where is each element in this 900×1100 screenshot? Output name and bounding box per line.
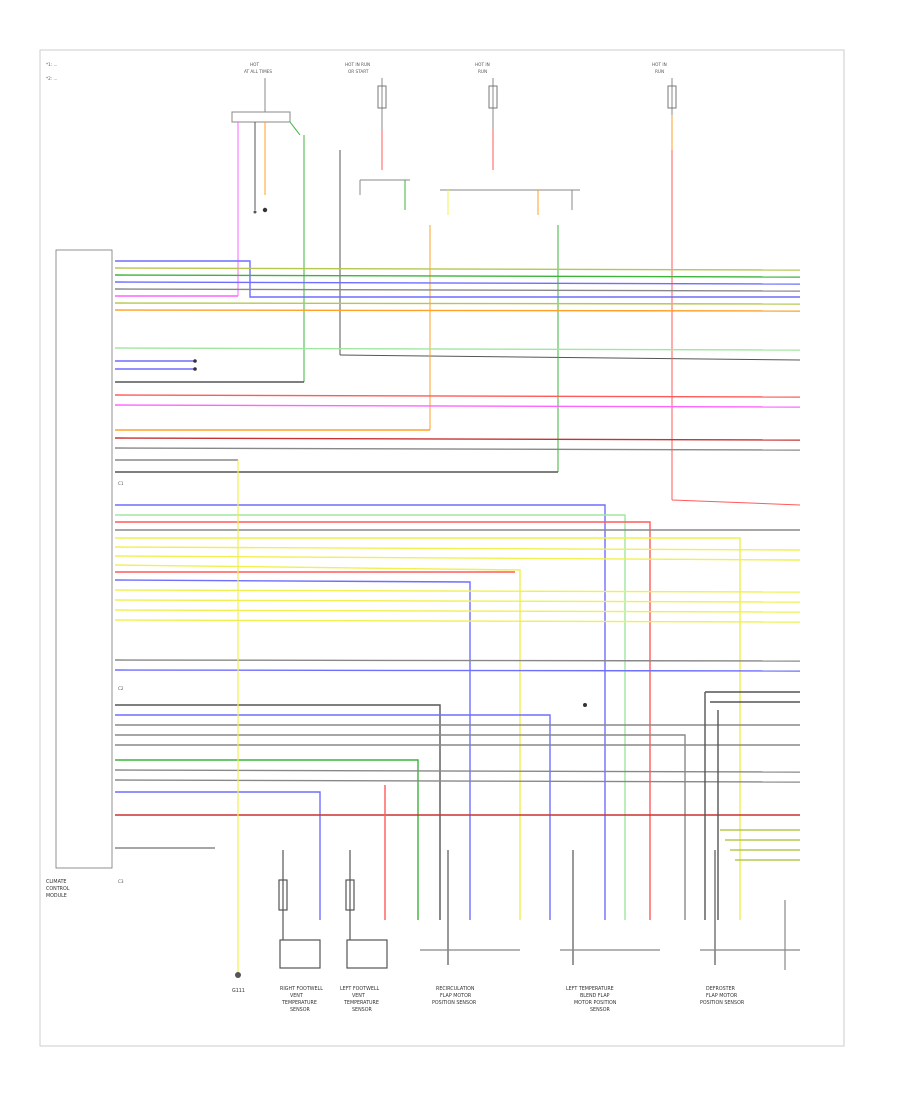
svg-text:HOT: HOT [250, 62, 259, 67]
fuse-column-1 [231, 78, 305, 382]
component-caption: DEFROSTER FLAP MOTOR POSITION SENSOR [700, 986, 745, 1006]
svg-text:HOT IN: HOT IN [475, 62, 490, 67]
c3-wires [114, 691, 801, 920]
control-module-label: CONTROL [46, 886, 70, 892]
junction-block [359, 179, 580, 472]
svg-text:VENT: VENT [352, 993, 365, 999]
fuse-label: HOT IN RUN [475, 62, 490, 74]
fuse-label: HOT AT ALL TIMES [244, 62, 272, 74]
connector-label: C2 [118, 686, 124, 691]
note-1: *1: ... [46, 62, 58, 67]
control-module-label: CLIMATE [46, 879, 66, 885]
svg-text:POSITION SENSOR: POSITION SENSOR [700, 1000, 745, 1006]
svg-text:TEMPERATURE: TEMPERATURE [281, 1000, 317, 1006]
svg-text:TEMPERATURE: TEMPERATURE [343, 1000, 379, 1006]
svg-text:BLEND FLAP: BLEND FLAP [580, 993, 610, 999]
svg-text:AT ALL TIMES: AT ALL TIMES [244, 69, 272, 74]
fuse-column-3 [488, 78, 498, 170]
svg-text:SENSOR: SENSOR [290, 1007, 310, 1013]
svg-text:RIGHT FOOTWELL: RIGHT FOOTWELL [280, 986, 323, 992]
sensor-connectors [278, 850, 800, 970]
control-module-label: MODULE [46, 893, 67, 899]
connector-label: C1 [118, 481, 124, 486]
c2-wires [114, 504, 801, 920]
svg-text:FLAP MOTOR: FLAP MOTOR [440, 993, 472, 999]
fuse-column-4 [667, 78, 801, 506]
control-module-box [55, 249, 113, 869]
component-caption: RECIRCULATION FLAP MOTOR POSITION SENSOR [432, 986, 477, 1006]
component-caption: LEFT TEMPERATURE BLEND FLAP MOTOR POSITI… [566, 986, 617, 1013]
svg-text:HOT IN RUN: HOT IN RUN [345, 62, 370, 67]
fuse-label: HOT IN RUN OR START [345, 62, 370, 74]
ground-wire [235, 460, 241, 978]
component-caption: LEFT FOOTWELL VENT TEMPERATURE SENSOR [340, 986, 380, 1013]
svg-text:LEFT TEMPERATURE: LEFT TEMPERATURE [566, 986, 614, 992]
svg-text:POSITION SENSOR: POSITION SENSOR [432, 1000, 477, 1006]
component-caption: RIGHT FOOTWELL VENT TEMPERATURE SENSOR [280, 986, 323, 1013]
diagram-border [39, 49, 845, 1047]
svg-text:RUN: RUN [655, 69, 664, 74]
component-caption: G111 [232, 988, 245, 994]
svg-text:VENT: VENT [290, 993, 303, 999]
svg-text:SENSOR: SENSOR [352, 1007, 372, 1013]
fuse-label: HOT IN RUN [652, 62, 667, 74]
svg-text:OR START: OR START [348, 69, 369, 74]
connector-label: C3 [118, 879, 124, 884]
svg-text:LEFT FOOTWELL: LEFT FOOTWELL [340, 986, 380, 992]
note-2: *2: ... [46, 76, 58, 81]
svg-text:FLAP MOTOR: FLAP MOTOR [706, 993, 738, 999]
svg-text:G111: G111 [232, 988, 245, 994]
svg-text:RUN: RUN [478, 69, 487, 74]
svg-text:MOTOR POSITION: MOTOR POSITION [574, 1000, 617, 1006]
c1-wires [114, 260, 801, 473]
fuse-column-2 [339, 78, 801, 361]
svg-text:HOT IN: HOT IN [652, 62, 667, 67]
svg-text:DEFROSTER: DEFROSTER [706, 986, 736, 992]
svg-text:RECIRCULATION: RECIRCULATION [436, 986, 475, 992]
svg-text:SENSOR: SENSOR [590, 1007, 610, 1013]
